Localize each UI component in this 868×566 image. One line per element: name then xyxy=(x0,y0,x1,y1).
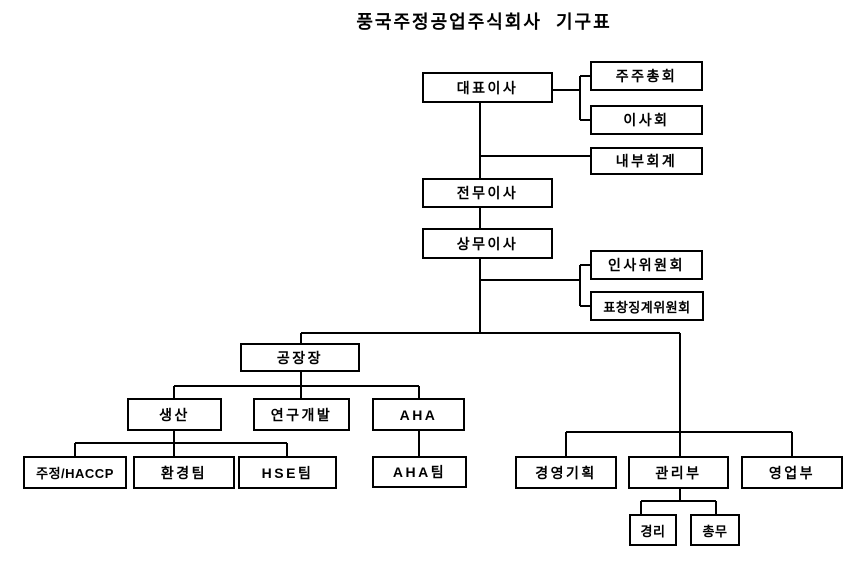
node-production: 생산 xyxy=(127,398,222,431)
node-aha-team: AHA팀 xyxy=(372,456,467,488)
node-environment-team: 환경팀 xyxy=(133,456,235,489)
node-managing-director: 상무이사 xyxy=(422,228,553,259)
node-management-planning: 경영기획 xyxy=(515,456,617,489)
node-accounting: 경리 xyxy=(629,514,677,546)
node-hr-committee: 인사위원회 xyxy=(590,250,703,280)
node-management-dept: 관리부 xyxy=(628,456,729,489)
node-rnd: 연구개발 xyxy=(253,398,350,431)
node-commendation-discipline-committee: 표창징계위원회 xyxy=(590,291,704,321)
node-sales-dept: 영업부 xyxy=(741,456,843,489)
node-jujeong-haccp: 주정/HACCP xyxy=(23,456,127,489)
node-general-affairs: 총무 xyxy=(690,514,740,546)
chart-title: 풍국주정공업주식회사 기구표 xyxy=(356,12,612,32)
node-hse-team: HSE팀 xyxy=(238,456,337,489)
node-shareholders-meeting: 주주총회 xyxy=(590,61,703,91)
node-aha: AHA xyxy=(372,398,465,431)
node-board-of-directors: 이사회 xyxy=(590,105,703,135)
node-ceo: 대표이사 xyxy=(422,72,553,103)
node-internal-accounting: 내부회계 xyxy=(590,147,703,175)
node-plant-manager: 공장장 xyxy=(240,343,360,372)
node-executive-director: 전무이사 xyxy=(422,178,553,208)
